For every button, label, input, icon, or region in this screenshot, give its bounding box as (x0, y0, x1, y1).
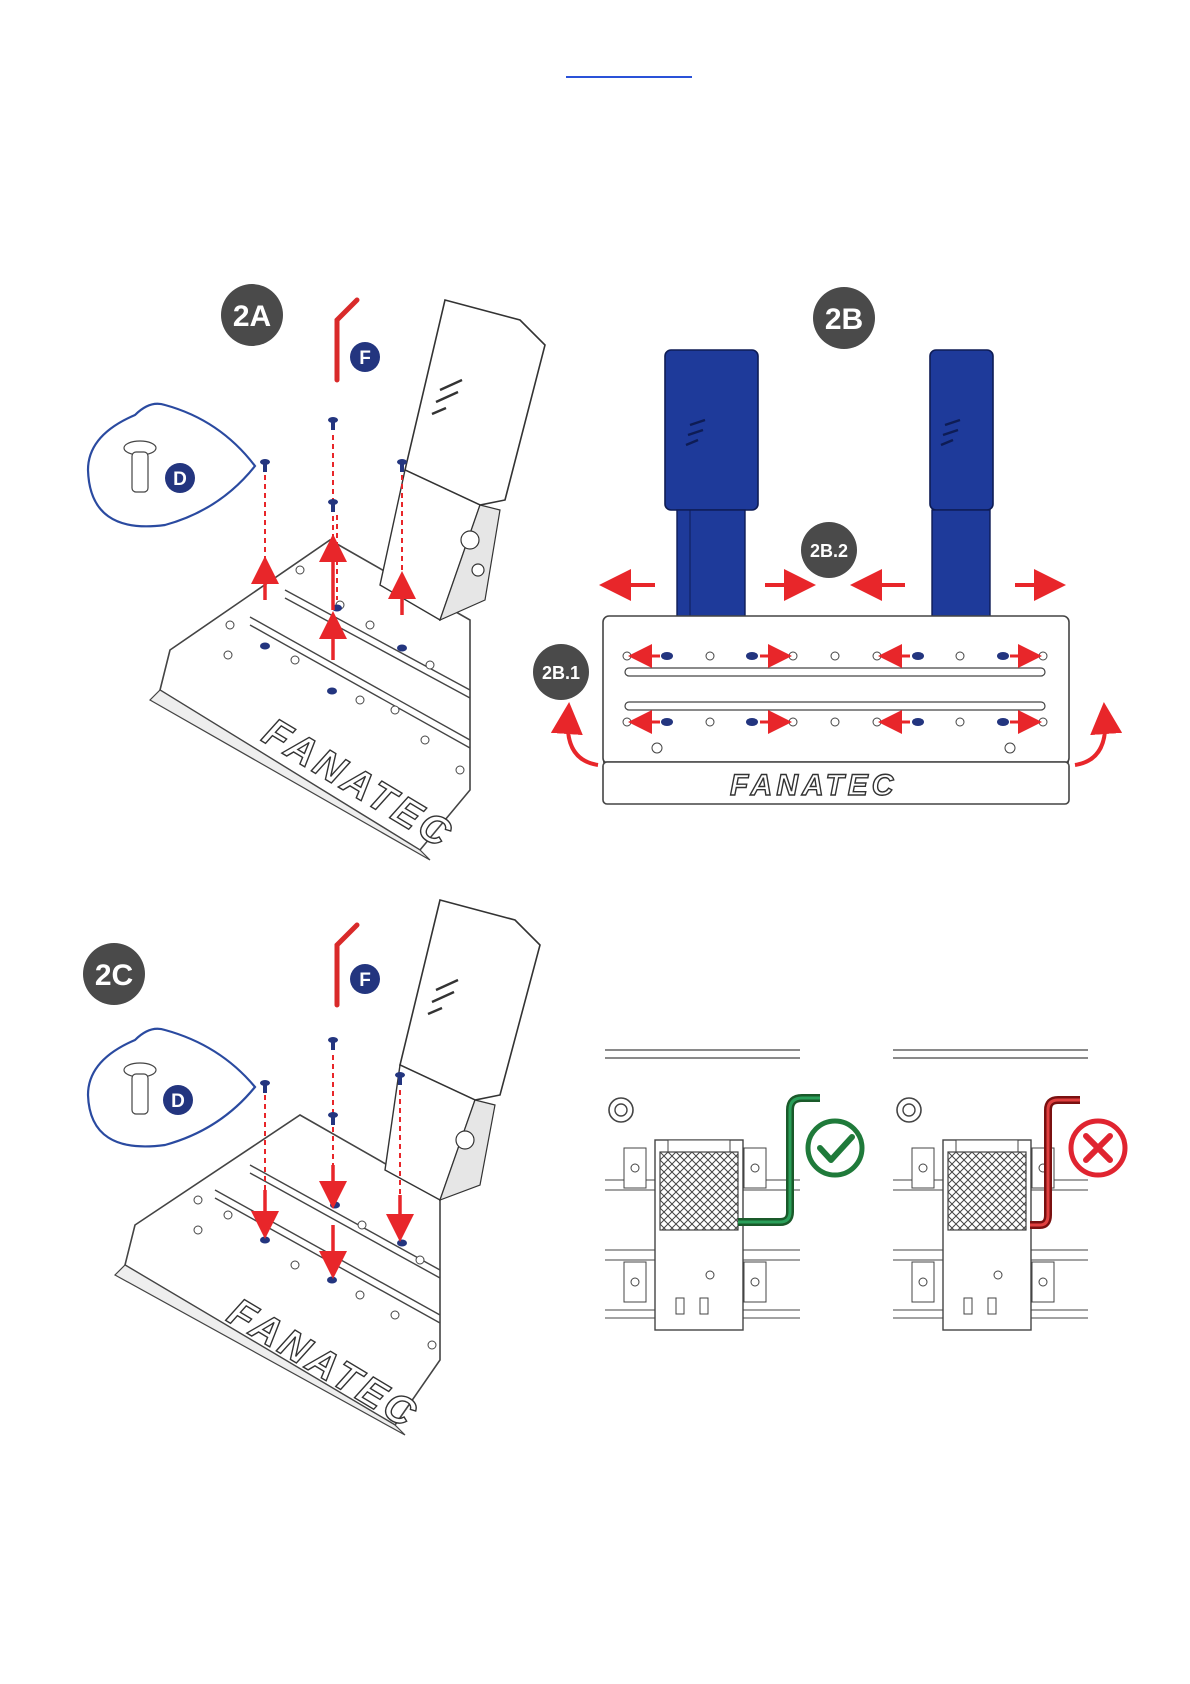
part-badge-d-2c: D (163, 1085, 193, 1115)
correct-tool-placement (605, 1050, 862, 1330)
brand-logo-2b: FANATEC (730, 769, 897, 802)
screw-callout (88, 404, 255, 527)
svg-text:2A: 2A (233, 300, 271, 333)
step-2b-illustration (568, 350, 1106, 804)
hex-key-tool-2c (337, 925, 357, 1005)
hex-key-tool (337, 300, 357, 380)
svg-text:2B: 2B (825, 303, 863, 336)
pedal-left (665, 350, 758, 510)
pedal-plate (405, 300, 545, 505)
part-badge-d-2a: D (165, 463, 195, 493)
pedal-base-front (603, 616, 1069, 764)
step-badge-2b2: 2B.2 (801, 522, 857, 578)
step-badge-2c: 2C (83, 943, 145, 1005)
step-badge-2a: 2A (221, 284, 283, 346)
check-circle-icon (808, 1121, 862, 1175)
svg-text:D: D (171, 1091, 185, 1112)
pedal-plate-2c (400, 900, 540, 1100)
part-badge-f-2a: F (350, 342, 380, 372)
svg-text:2C: 2C (95, 959, 133, 992)
part-badge-f-2c: F (350, 964, 380, 994)
svg-text:2B.2: 2B.2 (810, 541, 848, 561)
svg-text:F: F (359, 348, 371, 369)
svg-text:2B.1: 2B.1 (542, 663, 580, 683)
incorrect-tool-placement (893, 1050, 1125, 1330)
svg-text:F: F (359, 970, 371, 991)
pedal-right (930, 350, 993, 510)
step-badge-2b: 2B (813, 287, 875, 349)
svg-text:D: D (173, 469, 187, 490)
step-badge-2b1: 2B.1 (533, 644, 589, 700)
